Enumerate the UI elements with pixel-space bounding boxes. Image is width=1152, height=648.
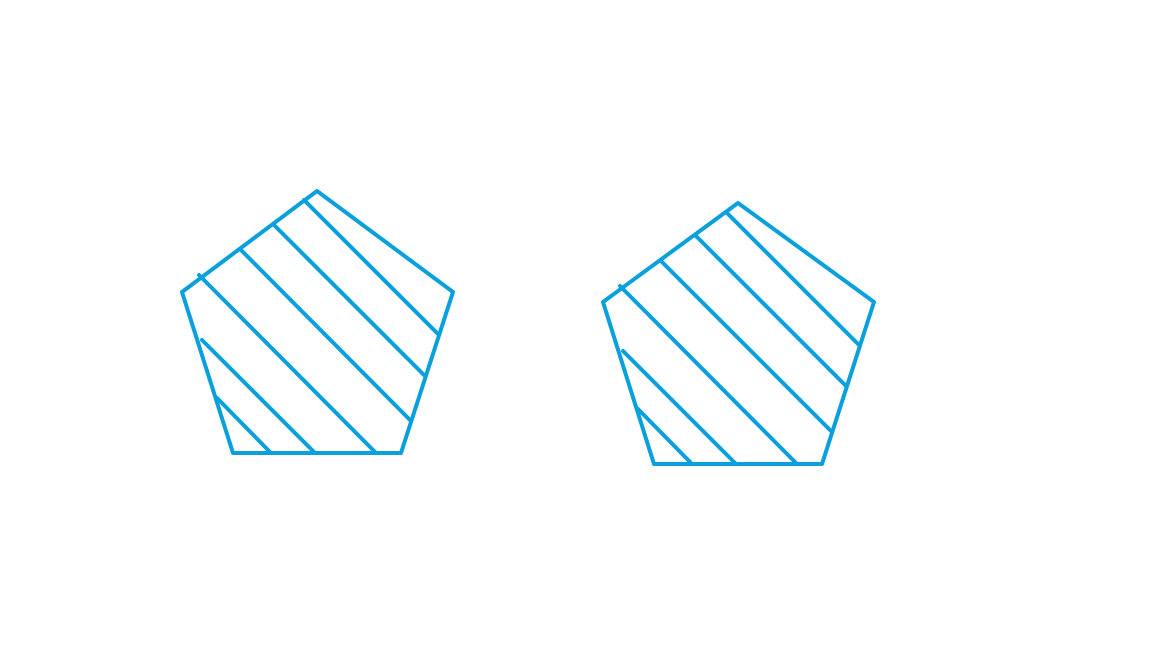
left-pentagon-group xyxy=(180,189,455,455)
right-pentagon-outline xyxy=(601,201,876,466)
left-hatch-line xyxy=(200,338,317,455)
right-hatch-line xyxy=(621,349,738,466)
left-hatch-line xyxy=(197,273,378,455)
right-hatch-line xyxy=(694,234,848,388)
right-hatch-line xyxy=(636,407,694,466)
right-hatch-line xyxy=(724,210,861,347)
left-hatch-line xyxy=(238,247,413,423)
left-hatch-line xyxy=(215,396,273,455)
right-hatch-line xyxy=(659,259,834,434)
left-hatch-line xyxy=(302,198,440,336)
right-pentagon-group xyxy=(601,201,876,466)
right-hatch-line xyxy=(618,284,799,466)
left-pentagon-outline xyxy=(180,189,455,455)
left-hatch-line xyxy=(272,223,427,378)
